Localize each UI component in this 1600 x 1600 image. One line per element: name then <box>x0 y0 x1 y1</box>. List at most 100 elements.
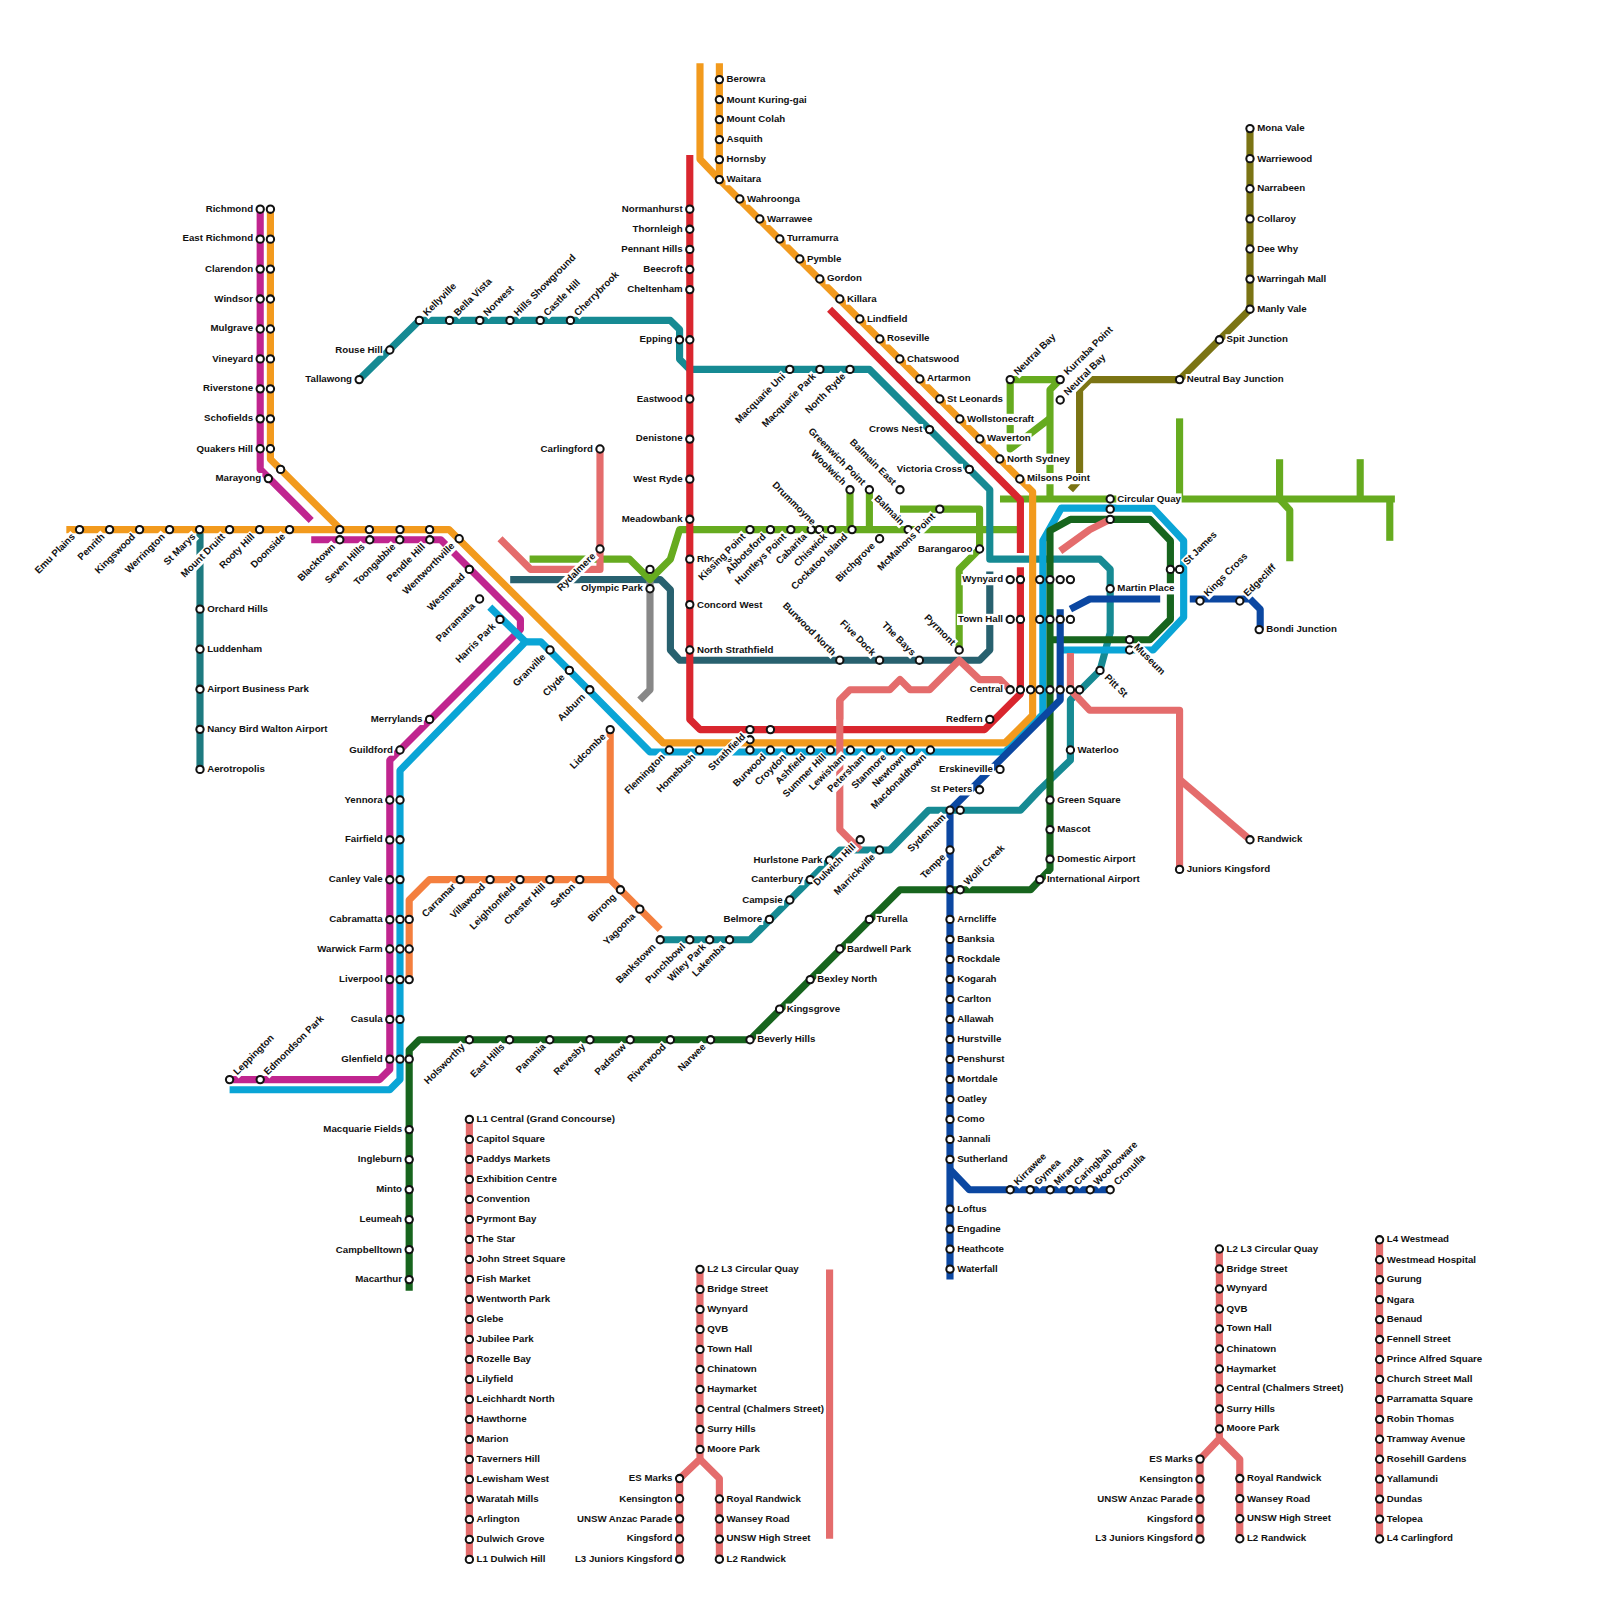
station-dot <box>1107 516 1114 523</box>
station-dot <box>946 1226 953 1233</box>
station-label: Epping <box>639 334 674 345</box>
station-label: Glenfield <box>340 1054 384 1065</box>
station-label: Bardwell Park <box>846 943 912 954</box>
station-dot <box>566 667 573 674</box>
station-dot <box>1046 686 1053 693</box>
station-dot <box>787 746 794 753</box>
route-line <box>409 519 1170 1290</box>
station-label: Waverton <box>986 433 1032 444</box>
station-label: Gurung <box>1386 1274 1423 1285</box>
station-dot <box>716 1535 723 1542</box>
station-dot <box>696 1406 703 1413</box>
station-label: Beverly Hills <box>756 1034 816 1045</box>
station-label: Lilyfield <box>476 1374 515 1385</box>
station-dot <box>846 366 853 373</box>
station-dot <box>196 686 203 693</box>
station-dot <box>836 945 843 952</box>
station-dot <box>466 1316 473 1323</box>
station-label: Leumeah <box>358 1214 403 1225</box>
station-dot <box>456 535 463 542</box>
station-dot <box>1376 1436 1383 1443</box>
station-dot <box>466 1196 473 1203</box>
station-dot <box>767 726 774 733</box>
station-dot <box>996 766 1003 773</box>
station-label: Bexley North <box>816 974 878 985</box>
station-dot <box>267 206 274 213</box>
station-dot <box>686 336 693 343</box>
station-label: Hurstville <box>956 1034 1002 1045</box>
station-dot <box>696 1266 703 1273</box>
station-label: Clarendon <box>204 263 254 274</box>
station-dot <box>876 657 883 664</box>
station-dot <box>946 1116 953 1123</box>
station-dot <box>386 836 393 843</box>
station-label: Belmore <box>722 914 763 925</box>
station-dot <box>257 445 264 452</box>
station-dot <box>857 836 864 843</box>
station-dot <box>696 1386 703 1393</box>
station-dot <box>716 176 723 183</box>
station-label: Canley Vale <box>328 874 384 885</box>
station-dot <box>966 466 973 473</box>
station-dot <box>1196 1455 1203 1462</box>
station-dot <box>166 526 173 533</box>
station-label: Waratah Mills <box>476 1494 540 1505</box>
station-label: Windsor <box>213 293 254 304</box>
station-label: North Sydney <box>1006 453 1071 464</box>
station-label: Asquith <box>726 134 764 145</box>
station-dot <box>836 657 843 664</box>
station-dot <box>406 1186 413 1193</box>
station-dot <box>1376 1276 1383 1283</box>
station-label: Auburn <box>555 691 589 725</box>
station-label: Lidcombe <box>567 731 609 773</box>
station-label: Royal Randwick <box>1246 1473 1322 1484</box>
station-label: Haymarket <box>1226 1363 1278 1374</box>
station-dot <box>386 1016 393 1023</box>
station-label: Drummoyne <box>769 479 818 528</box>
station-dot <box>1057 376 1064 383</box>
station-label: Wansey Road <box>726 1513 791 1524</box>
station-dot <box>466 1256 473 1263</box>
station-dot <box>257 295 264 302</box>
station-label: Holsworthy <box>422 1041 469 1088</box>
station-dot <box>466 1276 473 1283</box>
station-label: Redfern <box>945 714 984 725</box>
station-label: Central (Chalmers Street) <box>706 1404 825 1415</box>
route-line <box>260 209 311 520</box>
station-dot <box>1126 636 1133 643</box>
station-dot <box>946 1206 953 1213</box>
station-dot <box>1376 1515 1383 1522</box>
station-dot <box>1107 495 1114 502</box>
station-label: Narwee <box>676 1041 710 1075</box>
station-label: Schofields <box>203 413 254 424</box>
station-label: L1 Dulwich Hill <box>476 1554 547 1565</box>
station-dot <box>1096 667 1103 674</box>
station-dot <box>1376 1356 1383 1363</box>
station-label: Birrong <box>585 891 619 925</box>
station-dot <box>1196 597 1203 604</box>
station-dot <box>396 746 403 753</box>
station-dot <box>386 976 393 983</box>
station-dot <box>196 726 203 733</box>
station-label: Pitt St <box>1101 672 1130 701</box>
route-line <box>510 571 990 660</box>
station-label: Prince Alfred Square <box>1386 1354 1484 1365</box>
station-dot <box>1067 746 1074 753</box>
station-label: Mulgrave <box>209 323 254 334</box>
station-dot <box>466 1336 473 1343</box>
station-dot <box>1236 1495 1243 1502</box>
station-label: Fennell Street <box>1386 1334 1452 1345</box>
station-dot <box>896 355 903 362</box>
station-label: Wollstonecraft <box>966 413 1035 424</box>
station-dot <box>406 1126 413 1133</box>
station-label: Cheltenham <box>626 284 684 295</box>
station-dot <box>746 1036 753 1043</box>
station-dot <box>406 1246 413 1253</box>
station-label: Normanhurst <box>621 204 684 215</box>
station-dot <box>926 426 933 433</box>
station-dot <box>396 976 403 983</box>
station-dot <box>596 545 603 552</box>
station-dot <box>1107 506 1114 513</box>
station-dot <box>1176 566 1183 573</box>
station-dot <box>956 415 963 422</box>
